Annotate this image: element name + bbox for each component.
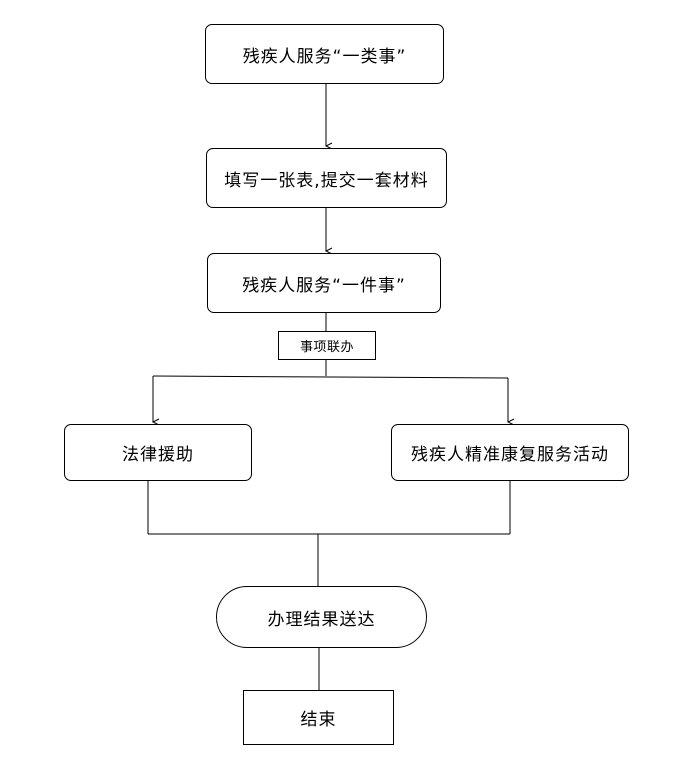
node-deliver-result: 办理结果送达 (216, 586, 427, 648)
node-end: 结束 (243, 690, 394, 745)
node-single-service: 残疾人服务“一件事” (207, 253, 441, 313)
node-rehab-service: 残疾人精准康复服务活动 (391, 424, 629, 481)
node-legal-aid: 法律援助 (64, 424, 252, 481)
node-joint-handling-label: 事项联办 (299, 340, 354, 355)
node-rehab-service-label: 残疾人精准康复服务活动 (411, 445, 609, 465)
node-single-service-label: 残疾人服务“一件事” (242, 275, 406, 296)
node-legal-aid-label: 法律援助 (122, 445, 194, 465)
node-category-service: 残疾人服务“一类事” (205, 24, 444, 84)
node-joint-handling: 事项联办 (278, 331, 376, 360)
line-split-horizontal (152, 375, 509, 379)
node-submit-form-label: 填写一张表,提交一套材料 (224, 170, 429, 191)
node-end-label: 结束 (300, 710, 337, 730)
node-category-service-label: 残疾人服务“一类事” (242, 46, 407, 67)
node-submit-form: 填写一张表,提交一套材料 (206, 148, 447, 208)
node-deliver-result-label: 办理结果送达 (267, 609, 376, 630)
